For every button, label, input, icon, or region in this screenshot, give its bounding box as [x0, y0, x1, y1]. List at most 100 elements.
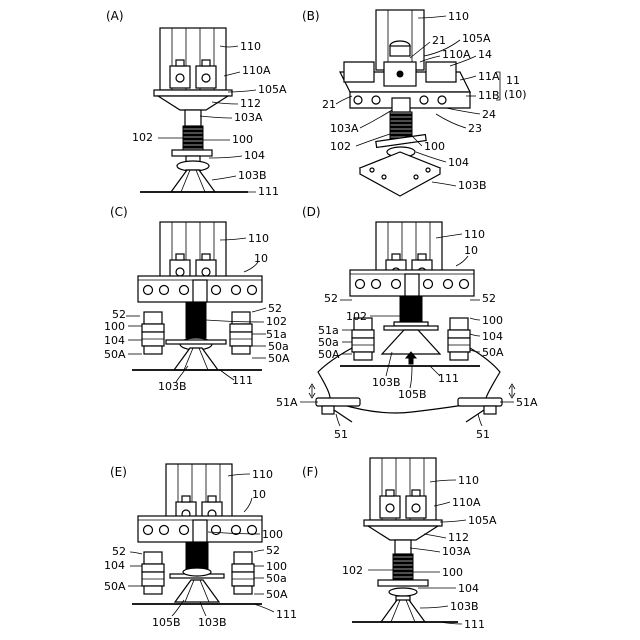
ref-103B: 103B [158, 380, 187, 393]
ref-52: 52 [268, 302, 282, 315]
ref-103B: 103B [372, 376, 401, 389]
ref-105B: 105B [398, 388, 427, 401]
panel-label: (A) [106, 9, 124, 23]
ref-103A: 103A [442, 545, 471, 558]
ref-104: 104 [104, 559, 125, 572]
panel-e: (E) 110 10 100 52 52 104 100 50a 50A 50A… [104, 464, 297, 629]
ref-51A: 51A [276, 396, 298, 409]
ref-51: 51 [476, 428, 490, 441]
ref-102: 102 [342, 564, 363, 577]
ref-50A: 50A [268, 352, 290, 365]
ref-11B: 11B [478, 89, 500, 102]
screw-102 [186, 302, 206, 338]
ref-51A: 51A [516, 396, 538, 409]
ref-110: 110 [240, 40, 261, 53]
ref-100: 100 [424, 140, 445, 153]
ref-110: 110 [448, 10, 469, 23]
foot-103B [171, 170, 215, 192]
nut-103A [185, 110, 201, 126]
panel-a: (A) 110 110A 105A 112 103A 102 100 104 1… [106, 9, 287, 198]
hand-pump-right [458, 398, 502, 422]
ref-21: 21 [322, 98, 336, 111]
top-plate-105A [154, 90, 232, 96]
ref-103B: 103B [458, 179, 487, 192]
ref-50A: 50A [104, 348, 126, 361]
panel-c: (C) 110 10 52 52 100 102 51a 104 50a 50A… [104, 205, 290, 393]
ref-103B: 103B [450, 600, 479, 613]
ref-50A: 50A [482, 346, 504, 359]
ref-21: 21 [432, 34, 446, 47]
ref-102: 102 [330, 140, 351, 153]
beam-10 [138, 276, 262, 302]
ref-110A: 110A [442, 48, 471, 61]
ref-50a: 50a [266, 572, 287, 585]
ref-105A: 105A [462, 32, 491, 45]
panel-label: (B) [302, 9, 320, 23]
beam-10 [350, 270, 474, 296]
ref-110: 110 [252, 468, 273, 481]
ref-104: 104 [448, 156, 469, 169]
ref-102: 102 [346, 310, 367, 323]
jack-left [142, 552, 164, 594]
ref-51: 51 [334, 428, 348, 441]
ref-104: 104 [104, 334, 125, 347]
panel-label: (D) [302, 205, 321, 219]
ref-50A: 50A [266, 588, 288, 601]
panel-f: (F) 110 110A 105A 112 103A 102 100 104 1… [302, 458, 497, 631]
ref-100: 100 [482, 314, 503, 327]
panel-d: (D) 110 10 [276, 205, 538, 441]
panel-label: (E) [110, 465, 127, 479]
jack-right [230, 312, 252, 354]
ref-100: 100 [442, 566, 463, 579]
ref-112: 112 [448, 531, 469, 544]
ref-52: 52 [324, 292, 338, 305]
ref-24: 24 [482, 108, 496, 121]
panel-label: (F) [302, 465, 318, 479]
panel-b: (B) 110 105A 21 110A [302, 9, 527, 196]
ref-111: 111 [438, 372, 459, 385]
ref-110: 110 [458, 474, 479, 487]
ref-10: 10 [254, 252, 268, 265]
panel-label: (C) [110, 205, 128, 219]
ref-103A: 103A [234, 111, 263, 124]
ref-111: 111 [276, 608, 297, 621]
ref-111: 111 [464, 618, 485, 631]
ref-110A: 110A [452, 496, 481, 509]
ref-52: 52 [112, 545, 126, 558]
ref-10: (10) [504, 88, 527, 101]
ref-50A: 50A [318, 348, 340, 361]
ref-50A: 50A [104, 580, 126, 593]
ref-103A: 103A [330, 122, 359, 135]
ref-100: 100 [232, 133, 253, 146]
ref-10: 10 [252, 488, 266, 501]
ref-11: 11 [506, 74, 520, 87]
ref-100: 100 [104, 320, 125, 333]
ref-105A: 105A [258, 83, 287, 96]
jack-right [232, 552, 254, 594]
ref-52: 52 [266, 544, 280, 557]
ref-110: 110 [248, 232, 269, 245]
beam-10 [138, 516, 262, 542]
jack-left [142, 312, 164, 354]
handle-bar [172, 150, 212, 156]
ref-111: 111 [258, 185, 279, 198]
ref-103B: 103B [238, 169, 267, 182]
column [160, 28, 226, 90]
jack-left [352, 318, 374, 360]
ref-10: 10 [464, 244, 478, 257]
ref-102: 102 [266, 315, 287, 328]
ref-104: 104 [482, 330, 503, 343]
hand-pump-left [316, 398, 360, 422]
ref-105A: 105A [468, 514, 497, 527]
ref-110: 110 [464, 228, 485, 241]
ref-112: 112 [240, 97, 261, 110]
ref-104: 104 [458, 582, 479, 595]
ref-105B: 105B [152, 616, 181, 629]
ref-102: 102 [132, 131, 153, 144]
jack-right [448, 318, 470, 360]
ref-100: 100 [262, 528, 283, 541]
ref-110A: 110A [242, 64, 271, 77]
ref-23: 23 [468, 122, 482, 135]
ref-52: 52 [482, 292, 496, 305]
